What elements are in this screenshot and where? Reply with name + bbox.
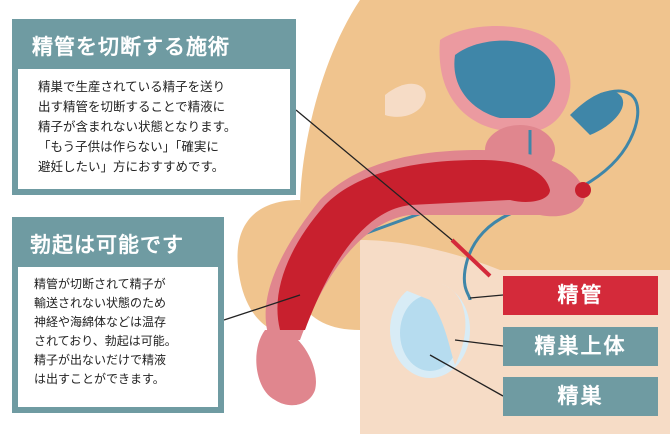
vas-deferens-label: 精管 — [503, 276, 658, 315]
glans — [256, 330, 316, 406]
corpus-cavernosum — [277, 160, 550, 330]
erection-card-body: 精管が切断されて精子が 輸送されない状態のため 神経や海綿体などは温存 されてお… — [26, 275, 210, 401]
vas-cut-mark — [450, 238, 492, 278]
vasectomy-card-title: 精管を切断する施術 — [18, 25, 290, 69]
vasectomy-card-body: 精巣で生産されている精子を送り 出す精管を切断することで精液に 精子が含まれない… — [28, 77, 280, 183]
testis-label: 精巣 — [503, 377, 658, 416]
leader-testis-label — [429, 354, 504, 397]
leader-erection — [223, 294, 301, 321]
erection-card-title: 勃起は可能です — [18, 223, 218, 267]
leader-vasectomy — [295, 109, 453, 241]
epididymis-label: 精巣上体 — [503, 327, 658, 366]
vas-marker-dot — [575, 182, 591, 198]
bladder-inner — [454, 40, 556, 118]
epididymis — [405, 281, 466, 365]
leader-vas-label — [469, 294, 504, 299]
vasectomy-info-card: 精管を切断する施術 精巣で生産されている精子を送り 出す精管を切断することで精液… — [12, 19, 296, 195]
leader-epi-label — [454, 339, 504, 347]
erection-info-card: 勃起は可能です 精管が切断されて精子が 輸送されない状態のため 神経や海綿体など… — [12, 217, 224, 413]
pubic-bone — [385, 83, 426, 117]
seminal-vesicle — [570, 91, 624, 135]
